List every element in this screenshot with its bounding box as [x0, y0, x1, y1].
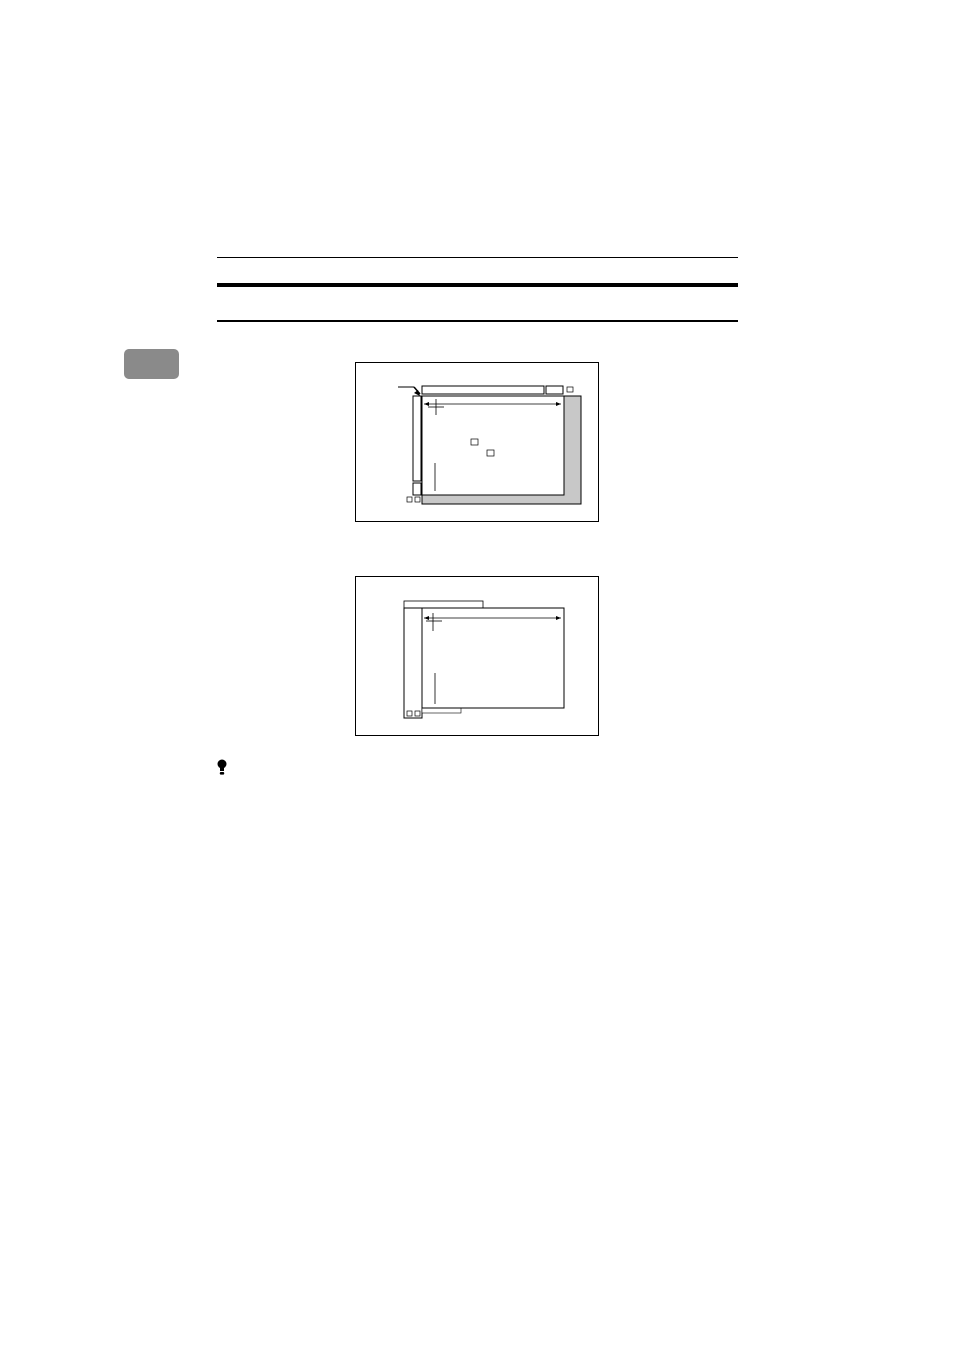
chapter-tab [124, 349, 179, 379]
document-feeder-diagram [356, 577, 600, 737]
header-bottom-rule [217, 320, 738, 322]
top-scale [422, 386, 544, 394]
top-scale-end [546, 386, 563, 394]
exposure-glass-diagram [356, 363, 600, 523]
left-scale-lower [413, 483, 421, 495]
header-thick-rule [217, 283, 738, 287]
limitation-bulb-icon [215, 758, 229, 776]
bottom-scale [422, 708, 461, 713]
left-scale [413, 396, 421, 481]
top-scale [404, 601, 483, 608]
header-thin-rule [217, 257, 738, 258]
original-sheet [422, 608, 564, 708]
left-scale [404, 608, 422, 718]
figure-exposure-glass [355, 362, 599, 522]
figure-document-feeder [355, 576, 599, 736]
original-sheet [422, 396, 564, 495]
